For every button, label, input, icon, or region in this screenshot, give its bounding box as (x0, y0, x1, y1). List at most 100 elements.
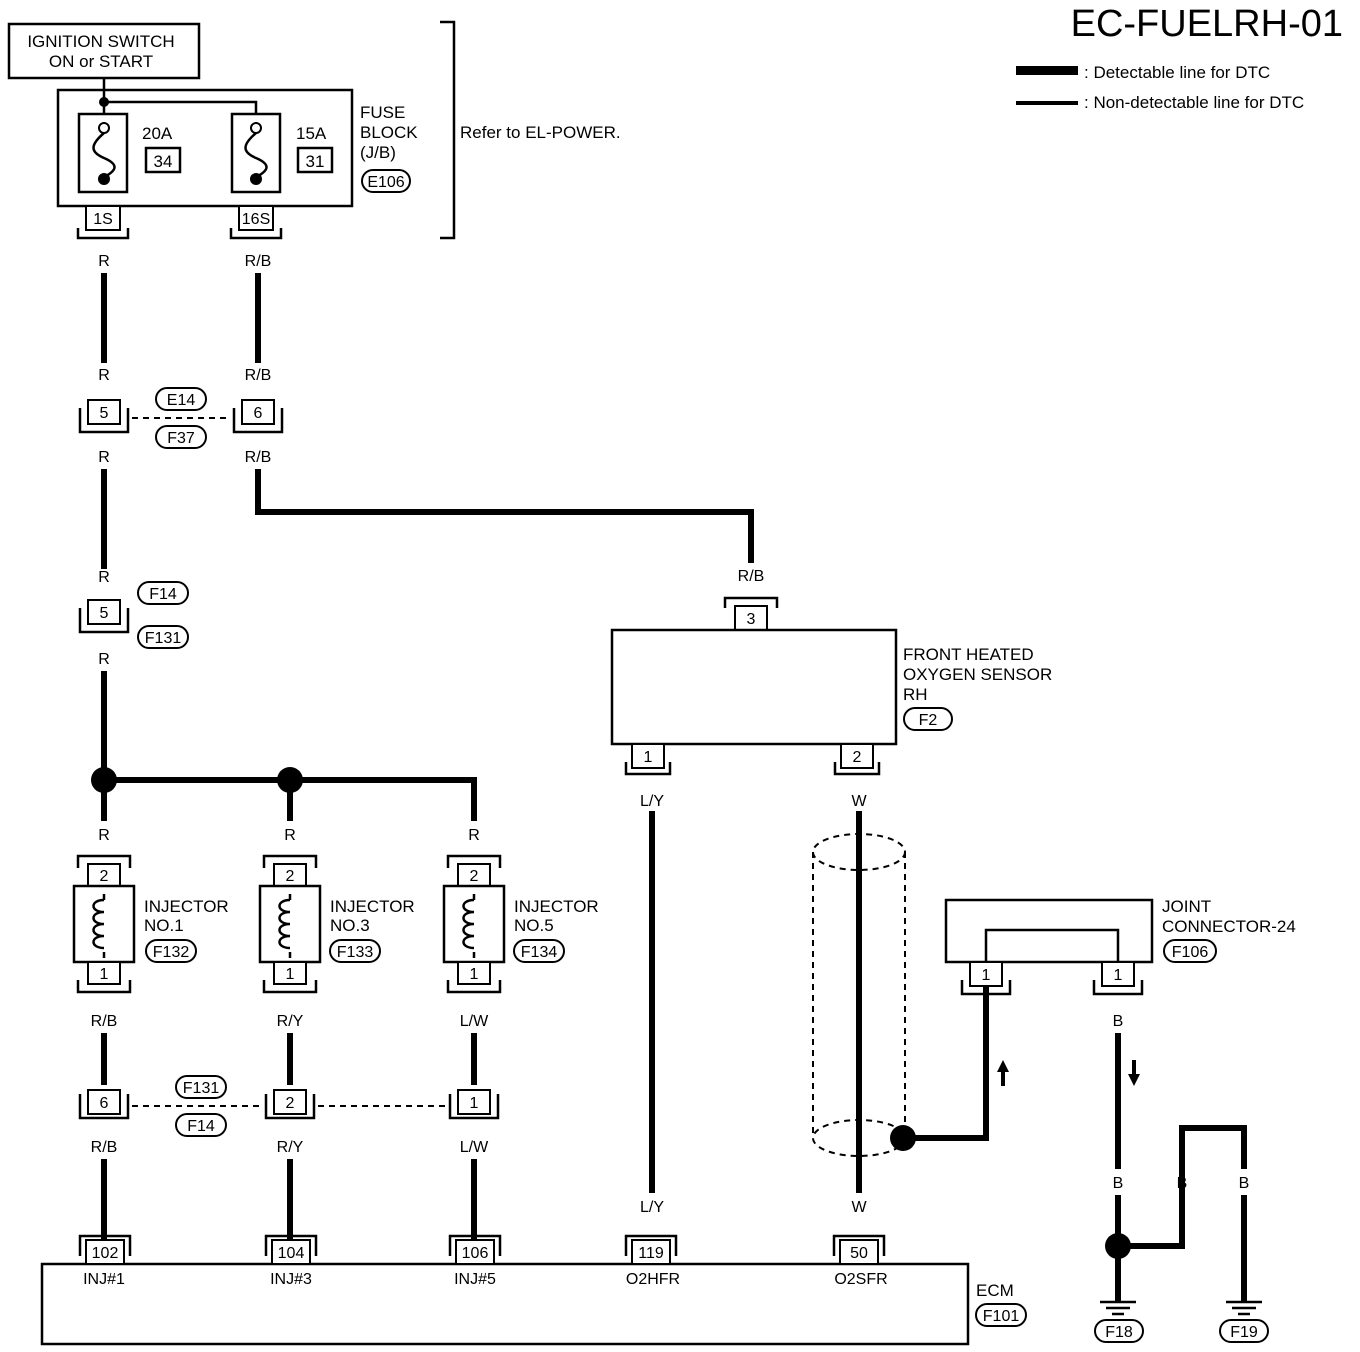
o2-sensor-line3: RH (903, 685, 928, 704)
legend-non-detectable: : Non-detectable line for DTC (1084, 93, 1304, 112)
wire-label-rb-1: R/B (245, 253, 272, 270)
connector-f131-lower: F131 (183, 1080, 220, 1097)
ignition-switch-line2: ON or START (49, 52, 153, 71)
wire-label-rb-5: R/B (91, 1139, 118, 1156)
fuse-block-label-3: (J/B) (360, 143, 396, 162)
joint-line1: JOINT (1162, 897, 1211, 916)
fuse-31-amp: 15A (296, 124, 327, 143)
oxygen-sensor: 3 1 2 FRONT HEATED OXYGEN SENSOR RH F2 (610, 596, 1052, 776)
wire-label-r-3: R (98, 449, 110, 466)
f14-pin-5: 5 (100, 605, 109, 622)
connector-f37: F37 (167, 430, 195, 447)
ground-f19: F19 (1219, 1300, 1269, 1343)
f131-pin-2: 2 (286, 1095, 295, 1112)
wire-label-b-1: B (1113, 1013, 1124, 1030)
ecm-pin-102: 102 (92, 1245, 119, 1262)
ground-f18-label: F18 (1105, 1324, 1133, 1341)
connector-f14-upper: F14 (149, 586, 177, 603)
ecm-label: ECM (976, 1281, 1014, 1300)
injector-1-num: NO.1 (144, 916, 184, 935)
wire-label-b-4: B (1239, 1175, 1250, 1192)
wire-label-rb-3: R/B (245, 449, 272, 466)
e14-pin-5: 5 (100, 405, 109, 422)
joint-conn: F106 (1172, 944, 1209, 961)
injector-5-conn: F134 (521, 944, 558, 961)
wire-label-r-1: R (98, 253, 110, 270)
refer-el-power: Refer to EL-POWER. (460, 123, 621, 142)
ecm-pin-50-name: O2SFR (834, 1271, 887, 1288)
ecm-pin-102-name: INJ#1 (83, 1271, 125, 1288)
wire-label-w-2: W (851, 1199, 867, 1216)
svg-text:1: 1 (286, 966, 295, 983)
terminal-1s: 1S (93, 211, 113, 228)
wire-label-b-3: B (1177, 1175, 1188, 1192)
legend-thick-swatch (1016, 66, 1078, 75)
legend-thin-swatch (1016, 101, 1078, 105)
wire-label-r-inj1: R (98, 827, 110, 844)
svg-text:1: 1 (100, 966, 109, 983)
e14-pin-6: 6 (254, 405, 263, 422)
injector-3-num: NO.3 (330, 916, 370, 935)
ecm-pin-119-name: O2HFR (626, 1271, 680, 1288)
connector-e14: E14 (167, 392, 196, 409)
terminal-16s: 16S (242, 211, 270, 228)
injector-5-num: NO.5 (514, 916, 554, 935)
wire-label-ly-2: L/Y (640, 1199, 664, 1216)
shield-cylinder (812, 833, 906, 1157)
wire-label-ry-2: R/Y (277, 1139, 304, 1156)
injector-1-conn: F132 (153, 944, 190, 961)
svg-text:1: 1 (644, 749, 653, 766)
wire-label-lw-inj5: L/W (460, 1013, 489, 1030)
ecm-pin-106: 106 (462, 1245, 489, 1262)
ecm-pin-106-name: INJ#5 (454, 1271, 496, 1288)
ecm-pin-104-name: INJ#3 (270, 1271, 312, 1288)
ecm-pin-119: 119 (638, 1245, 664, 1262)
wire-label-b-2: B (1113, 1175, 1124, 1192)
f131-pin-1: 1 (470, 1095, 479, 1112)
wire-label-ry-inj3: R/Y (277, 1013, 304, 1030)
ignition-switch-box (7, 22, 201, 80)
wire-label-rb-4: R/B (738, 568, 765, 585)
ground-f18: F18 (1094, 1300, 1144, 1343)
injector-5: 2 1 INJECTOR NO.5 F134 (442, 854, 599, 994)
ecm-pin-104: 104 (278, 1245, 305, 1262)
svg-text:3: 3 (747, 611, 756, 628)
svg-text:1: 1 (1114, 967, 1123, 984)
svg-text:2: 2 (286, 868, 295, 885)
ignition-switch-line1: IGNITION SWITCH (27, 32, 174, 51)
injector-3-name: INJECTOR (330, 897, 415, 916)
legend-detectable: : Detectable line for DTC (1084, 63, 1270, 82)
fuse-34-amp: 20A (142, 124, 173, 143)
wire-label-r-inj3: R (284, 827, 296, 844)
fuse-block-connector: E106 (367, 174, 404, 191)
fuse-34-num: 34 (154, 152, 173, 171)
wire-label-r-5: R (98, 651, 110, 668)
connector-f131-upper: F131 (145, 630, 182, 647)
wire-label-rb-2: R/B (245, 367, 272, 384)
connector-f14-lower: F14 (187, 1118, 215, 1135)
injector-5-name: INJECTOR (514, 897, 599, 916)
joint-line2: CONNECTOR-24 (1162, 917, 1296, 936)
o2-sensor-line1: FRONT HEATED (903, 645, 1034, 664)
wire-label-rb-inj1: R/B (91, 1013, 118, 1030)
ecm: 102 INJ#1 104 INJ#3 106 INJ#5 119 O2HFR … (40, 1234, 1027, 1346)
joint-connector-24: 1 1 JOINT CONNECTOR-24 F106 (944, 897, 1296, 996)
wire-label-r-2: R (98, 367, 110, 384)
svg-text:1: 1 (470, 966, 479, 983)
wire-label-lw-2: L/W (460, 1139, 489, 1156)
injector-1-name: INJECTOR (144, 897, 229, 916)
fuse-block-label-1: FUSE (360, 103, 405, 122)
fuse-34 (77, 112, 129, 194)
arrow-down-icon (1128, 1060, 1140, 1086)
wires (101, 273, 1247, 1303)
arrow-up-icon (997, 1060, 1009, 1086)
fuse-31-num: 31 (306, 152, 325, 171)
f131-pin-6: 6 (100, 1095, 109, 1112)
svg-text:2: 2 (853, 749, 862, 766)
ecm-conn: F101 (983, 1308, 1020, 1325)
wire-label-w-1: W (851, 793, 867, 810)
ground-f19-label: F19 (1230, 1324, 1258, 1341)
injector-1: 2 1 INJECTOR NO.1 F132 (72, 854, 229, 994)
o2-sensor-conn: F2 (919, 712, 938, 729)
